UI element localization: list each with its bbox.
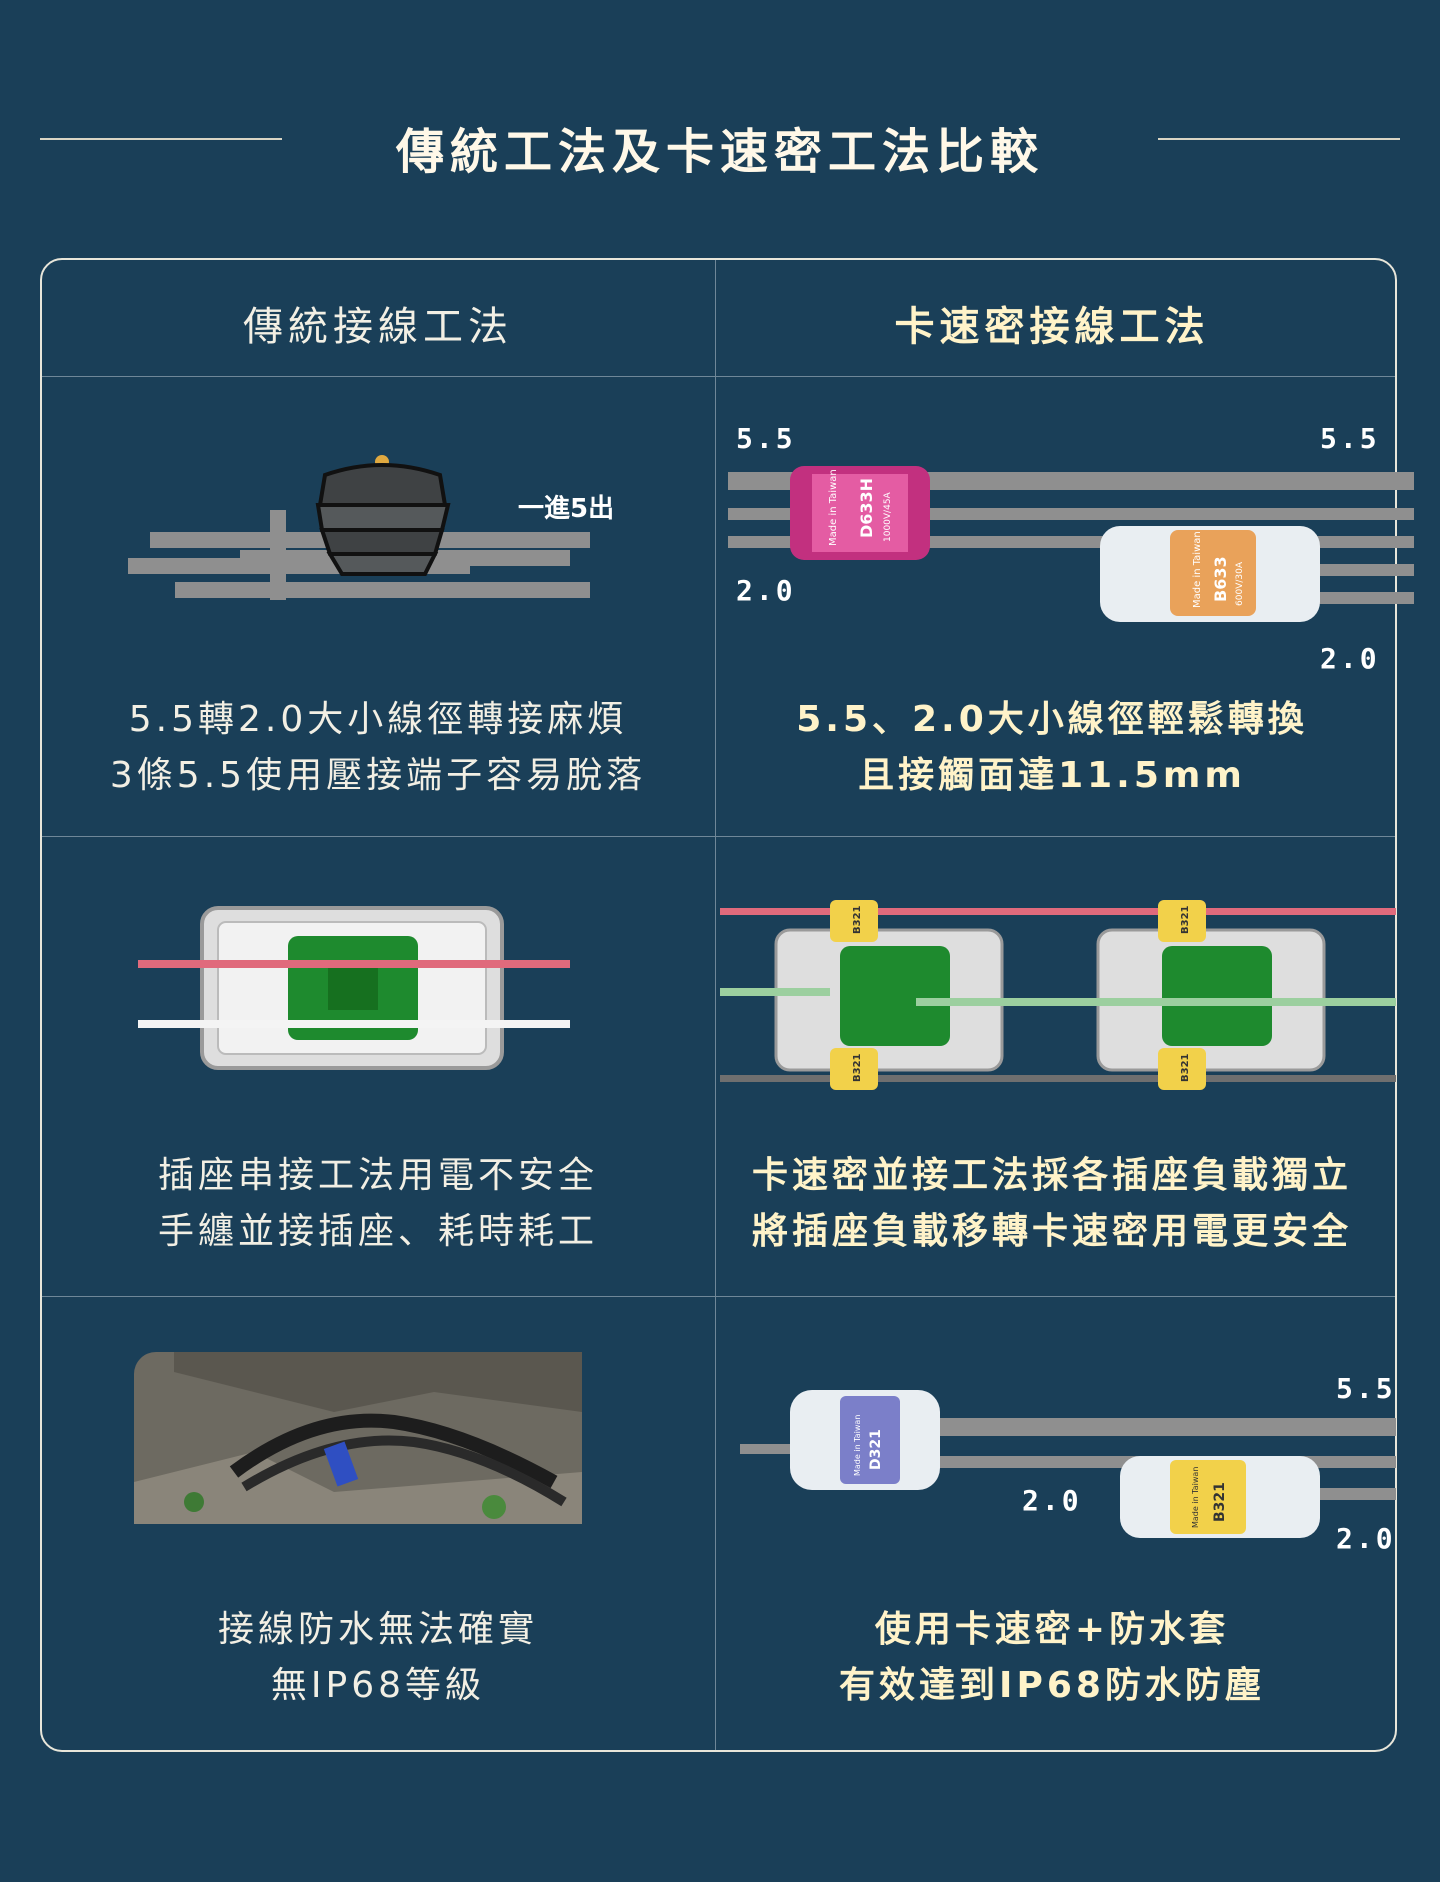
row2-right-caption: 卡速密並接工法採各插座負載獨立 將插座負載移轉卡速密用電更安全 (716, 1148, 1388, 1260)
gauge-label-top-right: 5.5 (1336, 1372, 1396, 1405)
svg-text:1000V/45A: 1000V/45A (883, 491, 893, 542)
row2-left-caption-line2: 手纏並接插座、耗時耗工 (157, 1211, 598, 1252)
row3-right-caption-line2: 有效達到IP68防水防塵 (839, 1665, 1265, 1706)
gauge-label-bottom-right: 2.0 (1320, 642, 1380, 675)
green-wire-in (720, 988, 830, 996)
header-divider (42, 376, 1395, 377)
waterproof-connector-illustration: 5.5 2.0 2.0 D321 Made in Taiwan B321 Mad… (740, 1372, 1396, 1555)
outlet-1-body-icon (840, 946, 950, 1046)
connector-conversion-illustration: 5.5 5.5 2.0 2.0 D633H 1000V/45A Made in … (728, 422, 1414, 675)
wire-strand-4 (175, 582, 590, 598)
wire-5p5 (940, 1418, 1396, 1436)
svg-text:B321: B321 (1180, 905, 1191, 934)
neutral-wire (720, 1075, 1396, 1082)
svg-text:B633: B633 (1211, 556, 1230, 602)
gauge-label-mid-left: 2.0 (736, 574, 796, 607)
row1-left-caption: 5.5轉2.0大小線徑轉接麻煩 3條5.5使用壓接端子容易脫落 (42, 692, 714, 804)
outlet-2-body-icon (1162, 946, 1272, 1046)
svg-text:Made in Taiwan: Made in Taiwan (1191, 1467, 1200, 1528)
title-right-rule (1158, 138, 1400, 140)
parallel-outlet-illustration: B321 B321 B321 B321 (720, 900, 1396, 1090)
svg-text:Made in Taiwan: Made in Taiwan (828, 469, 839, 546)
left-column-heading: 傳統接線工法 (243, 304, 513, 350)
svg-text:600V/30A: 600V/30A (1235, 561, 1245, 606)
mini-connector-icon-1: B321 (830, 900, 878, 942)
wire-left-in (740, 1444, 820, 1454)
series-outlet-illustration (138, 906, 570, 1070)
orange-connector-icon: B633 600V/30A Made in Taiwan (1100, 526, 1320, 622)
row2-left-caption: 插座串接工法用電不安全 手纏並接插座、耗時耗工 (42, 1148, 714, 1260)
gauge-label-bottom-right: 2.0 (1336, 1522, 1396, 1555)
row3-left-caption: 接線防水無法確實 無IP68等級 (42, 1602, 714, 1714)
magenta-connector-icon: D633H 1000V/45A Made in Taiwan (790, 466, 930, 560)
mini-connector-icon-2: B321 (830, 1048, 878, 1090)
comparison-table: 傳統接線工法 卡速密接線工法 一進5出 5.5轉2.0大小線徑轉接麻煩 3條5.… (40, 258, 1414, 1752)
row2-left-caption-line1: 插座串接工法用電不安全 (157, 1155, 598, 1196)
row1-right-caption-line2: 且接觸面達11.5mm (858, 755, 1246, 796)
title-left-rule (40, 138, 282, 140)
svg-text:Made in Taiwan: Made in Taiwan (1192, 531, 1203, 608)
row1-right-caption: 5.5、2.0大小線徑輕鬆轉換 且接觸面達11.5mm (716, 692, 1388, 804)
svg-text:B321: B321 (1180, 1053, 1191, 1082)
mini-connector-icon-3: B321 (1158, 900, 1206, 942)
row3-left-caption-line2: 無IP68等級 (270, 1665, 486, 1706)
white-wire (138, 1020, 570, 1028)
row3-left-caption-line1: 接線防水無法確實 (217, 1609, 538, 1650)
row3-right-caption-line1: 使用卡速密+防水套 (874, 1609, 1230, 1650)
outlet-1 (774, 928, 1004, 1072)
crimp-splice-illustration: 一進5出 (128, 455, 614, 600)
red-wire (138, 960, 570, 968)
row2-right-caption-line1: 卡速密並接工法採各插座負載獨立 (751, 1155, 1352, 1196)
svg-text:Made in Taiwan: Made in Taiwan (853, 1415, 862, 1476)
inlet-outlet-annotation: 一進5出 (518, 494, 614, 524)
svg-text:B321: B321 (852, 1053, 863, 1082)
row2-divider (42, 1296, 1395, 1297)
row1-left-caption-line2: 3條5.5使用壓接端子容易脫落 (109, 755, 647, 796)
column-divider (715, 260, 716, 1750)
right-column-heading: 卡速密接線工法 (894, 304, 1210, 350)
gauge-label-top-left: 5.5 (736, 422, 796, 455)
outdoor-wiring-photo (134, 1352, 582, 1524)
wire-bundle-stem (270, 510, 286, 600)
svg-text:D633H: D633H (857, 478, 876, 538)
svg-text:B321: B321 (1212, 1482, 1228, 1522)
row2-right-caption-line2: 將插座負載移轉卡速密用電更安全 (751, 1211, 1352, 1252)
page-title: 傳統工法及卡速密工法比較 (395, 124, 1044, 180)
red-wire (720, 908, 1396, 915)
gauge-label-top-right: 5.5 (1320, 422, 1380, 455)
blue-connector-icon: D321 Made in Taiwan (790, 1390, 940, 1490)
row3-right-caption: 使用卡速密+防水套 有效達到IP68防水防塵 (716, 1602, 1388, 1714)
row1-right-caption-line1: 5.5、2.0大小線徑輕鬆轉換 (796, 699, 1308, 740)
green-wire-link (916, 998, 1396, 1006)
row1-divider (42, 836, 1395, 837)
yellow-connector-icon: B321 Made in Taiwan (1120, 1456, 1320, 1538)
row1-left-caption-line1: 5.5轉2.0大小線徑轉接麻煩 (128, 699, 628, 740)
svg-text:D321: D321 (868, 1429, 884, 1470)
title-bar: 傳統工法及卡速密工法比較 (0, 100, 1440, 180)
mini-connector-icon-4: B321 (1158, 1048, 1206, 1090)
wire-nut-icon (315, 455, 451, 576)
gauge-label-mid: 2.0 (1022, 1484, 1082, 1517)
svg-text:B321: B321 (852, 905, 863, 934)
